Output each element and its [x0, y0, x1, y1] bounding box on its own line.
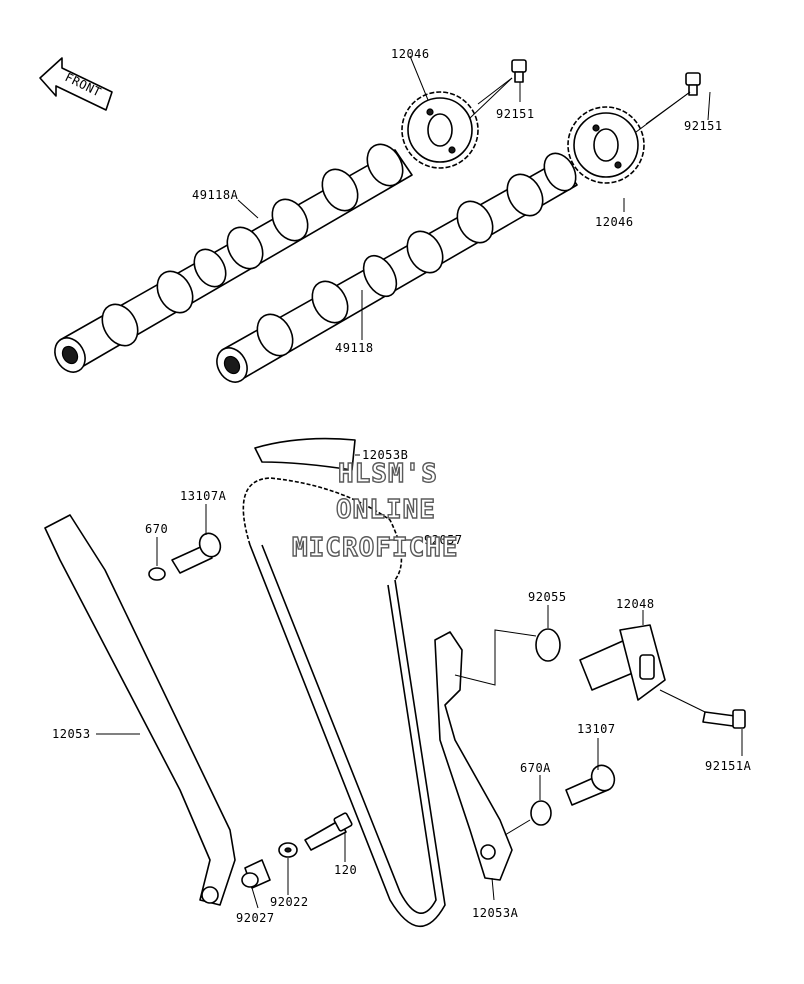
- sprocket-bolt-right: [685, 72, 701, 96]
- cam-sprocket-right: [567, 106, 645, 184]
- collar: [241, 859, 271, 889]
- watermark: HLSM'S ONLINE MICROFICHE: [291, 458, 459, 563]
- o-ring-tensioner: [535, 628, 561, 662]
- label-12053B: 12053B: [362, 448, 408, 462]
- label-13107: 13107: [577, 722, 616, 736]
- label-12048: 12048: [616, 597, 655, 611]
- camshaft-intake: [216, 152, 578, 383]
- pivot-bolt-left: [171, 532, 222, 574]
- label-92022: 92022: [270, 895, 309, 909]
- label-670A: 670A: [520, 761, 551, 775]
- chain-guide-left: [44, 514, 236, 906]
- watermark-line-3: MICROFICHE: [292, 533, 459, 563]
- chain-guide-top: [254, 437, 356, 471]
- label-92151-right: 92151: [684, 119, 723, 133]
- watermark-line-1: HLSM'S: [338, 459, 438, 489]
- label-12046-top: 12046: [391, 47, 430, 61]
- label-120: 120: [334, 863, 357, 877]
- label-92151-top: 92151: [496, 107, 535, 121]
- label-92055: 92055: [528, 590, 567, 604]
- label-92151A: 92151A: [705, 759, 752, 773]
- label-92057: 92057: [424, 533, 463, 547]
- label-12053: 12053: [52, 727, 91, 741]
- camshaft-exhaust: [54, 143, 413, 373]
- label-12046-right: 12046: [595, 215, 634, 229]
- label-49118A: 49118A: [192, 188, 239, 202]
- o-ring-left: [148, 567, 166, 581]
- label-13107A: 13107A: [180, 489, 227, 503]
- front-arrow-icon: FRONT: [39, 57, 113, 111]
- pivot-bolt-right: [565, 764, 616, 806]
- o-ring-right: [530, 800, 552, 826]
- label-49118: 49118: [335, 341, 374, 355]
- tensioner-bolt: [702, 709, 746, 729]
- guide-bolt: [304, 812, 353, 851]
- label-670: 670: [145, 522, 168, 536]
- label-12053A: 12053A: [472, 906, 519, 920]
- watermark-line-2: ONLINE: [336, 495, 436, 525]
- cam-sprocket-top: [401, 91, 479, 169]
- label-92027: 92027: [236, 911, 275, 925]
- leader-lines: [96, 55, 743, 909]
- sprocket-bolt-top: [511, 59, 527, 83]
- chain-guide-right: [434, 631, 513, 881]
- cam-chain: [242, 477, 446, 928]
- chain-tensioner: [579, 624, 666, 701]
